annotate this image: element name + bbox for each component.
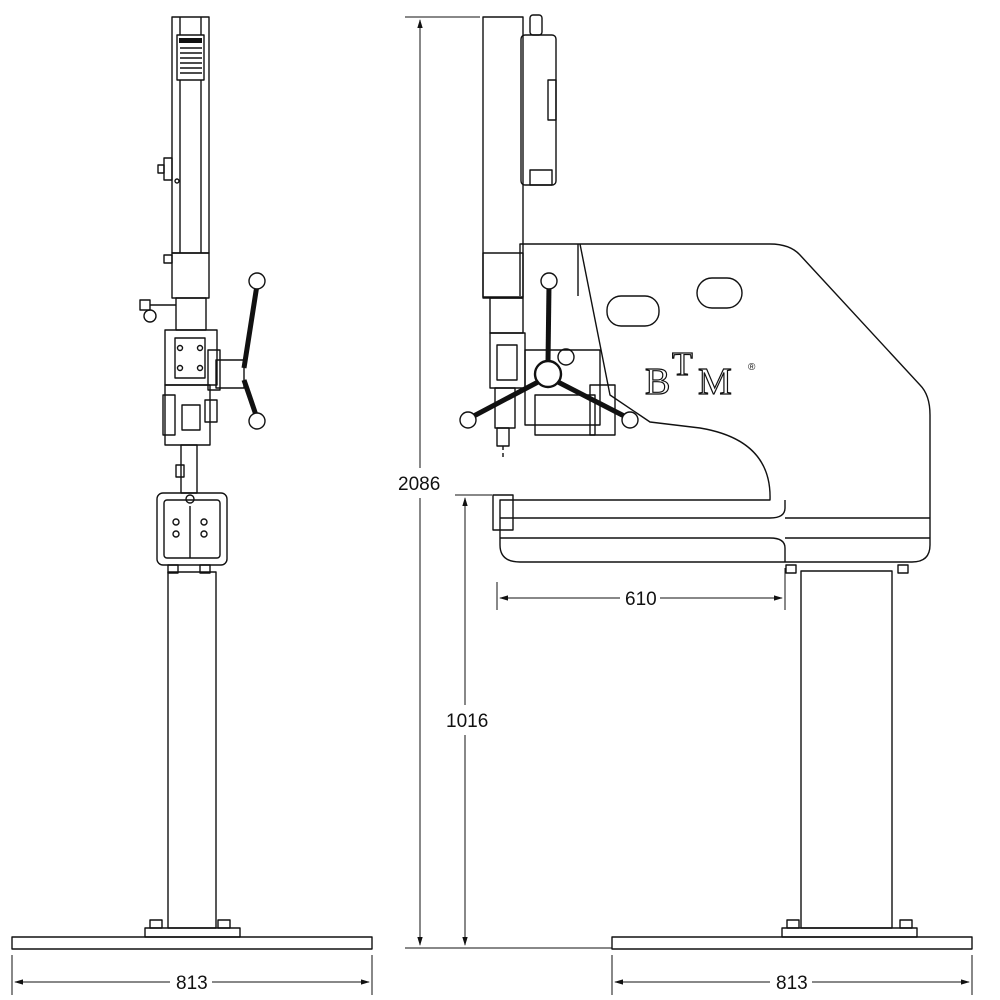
side-view [11,16,373,950]
valve-body [520,34,557,186]
logo-letter-b: B [645,361,670,403]
front-base-plate [611,936,973,950]
side-handle-hub [215,359,245,389]
side-base-flange [144,927,241,938]
dim-813-side-label: 813 [176,973,208,994]
logo-letter-m: M [698,361,732,403]
front-cylinder [482,16,524,298]
logo-registered-mark: ® [748,362,756,373]
front-handle-hub [533,359,563,389]
logo-letter-t: T [672,346,693,383]
dimension-lines [11,16,973,995]
side-head-block [156,492,228,566]
dim-2086-label: 2086 [398,474,440,495]
side-lever-handle [241,272,266,430]
btm-logo: B T M ® [644,345,756,403]
front-view [459,14,973,950]
front-column [800,570,893,929]
dim-610-label: 610 [625,589,657,610]
dim-813-front-label: 813 [776,973,808,994]
side-base-plate [11,936,373,950]
dim-1016-label: 1016 [446,711,488,732]
c-frame [499,243,931,563]
front-lever-handle [459,272,639,429]
side-column [167,571,217,929]
